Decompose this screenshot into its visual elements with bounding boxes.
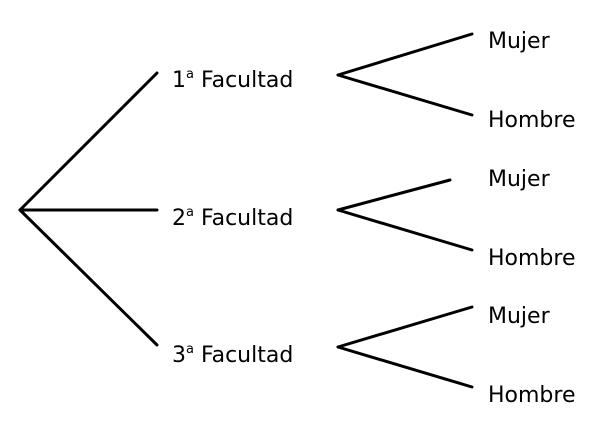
faculty-2-leaf-mujer: Mujer [488,167,550,192]
branch-root-to-faculty-1 [18,71,159,212]
faculty-3-text: Facultad [200,343,294,368]
faculty-1-number: 1 [172,68,186,93]
faculty-1-ordinal: a [186,67,194,82]
faculty-3-number: 3 [172,343,186,368]
faculty-2-number: 2 [172,206,186,231]
faculty-2-text: Facultad [200,206,294,231]
faculty-2-label: 2a Facultad [172,206,293,230]
faculty-3-ordinal: a [186,342,194,357]
branch-faculty-3-hombre [336,345,474,389]
branch-faculty-1-hombre [336,73,474,117]
faculty-1-leaf-mujer: Mujer [488,29,550,54]
branch-faculty-2-hombre [336,208,474,252]
faculty-3-leaf-hombre: Hombre [488,383,576,408]
faculty-3-label: 3a Facultad [172,343,293,367]
faculty-2-ordinal: a [186,205,194,220]
branch-faculty-2-mujer [336,178,452,212]
faculty-3-leaf-mujer: Mujer [488,304,550,329]
faculty-1-label: 1a Facultad [172,68,293,92]
branch-faculty-3-mujer [336,305,474,349]
branch-root-to-faculty-3 [18,208,159,347]
faculty-2-leaf-hombre: Hombre [488,246,576,271]
faculty-1-text: Facultad [200,68,294,93]
branch-faculty-1-mujer [336,32,474,77]
faculty-1-leaf-hombre: Hombre [488,108,576,133]
